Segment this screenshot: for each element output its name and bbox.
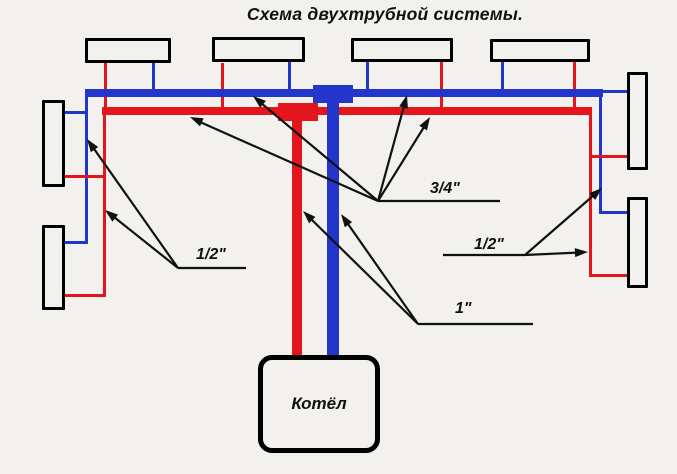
diagram-title: Схема двухтрубной системы. xyxy=(246,4,524,24)
radiator-left-2 xyxy=(42,225,65,310)
callout-right-half-inch xyxy=(443,188,602,258)
pipe-return-riser-left xyxy=(85,93,88,244)
arrow-line xyxy=(524,251,578,257)
pipe-supply-riser-right xyxy=(589,113,592,277)
pipe-size-label-left: 1/2" xyxy=(196,246,226,263)
pipe-return-boiler-riser xyxy=(327,100,339,355)
radiator-top-2 xyxy=(212,37,305,62)
boiler: Котёл xyxy=(258,355,380,453)
radiator-top-3 xyxy=(351,38,453,62)
pipe-supply-drop-rad2 xyxy=(221,63,224,108)
arrow-line xyxy=(199,120,379,203)
pipe-supply-riser-left xyxy=(103,113,106,297)
arrow-line xyxy=(377,126,425,202)
radiator-left-1 xyxy=(42,100,65,187)
pipe-supply-drop-rad1 xyxy=(104,63,107,108)
pipe-return-drop-rad4 xyxy=(501,62,504,93)
pipe-size-label-mains: 3/4" xyxy=(430,180,460,197)
arrow-head xyxy=(105,210,118,222)
pipe-size-label-risers: 1" xyxy=(455,300,472,317)
arrow-head xyxy=(419,117,430,131)
pipe-return-drop-rad2 xyxy=(288,62,291,93)
arrow-head xyxy=(303,211,316,224)
pipe-return-branch-right-rad2 xyxy=(601,211,627,214)
pipe-supply-branch-right-rad1 xyxy=(591,155,627,158)
boiler-label: Котёл xyxy=(291,394,347,413)
pipe-return-branch-right-rad1 xyxy=(601,90,627,93)
pipe-supply-branch-left-rad1 xyxy=(65,175,103,178)
pipe-supply-boiler-riser xyxy=(292,118,302,355)
radiator-right-2 xyxy=(627,197,648,288)
pipe-return-drop-rad3 xyxy=(366,62,369,93)
radiator-top-4 xyxy=(490,39,590,62)
pipe-supply-branch-left-rad2 xyxy=(65,294,106,297)
pipe-supply-drop-rad4 xyxy=(573,62,576,108)
pipe-size-label-right: 1/2" xyxy=(474,236,504,253)
pipe-supply-main xyxy=(102,107,592,115)
pipe-supply-drop-rad3 xyxy=(440,62,443,108)
return-tee-fitting xyxy=(313,85,353,103)
arrow-line xyxy=(347,223,419,325)
pipe-supply-branch-right-rad2 xyxy=(591,274,627,277)
arrow-line xyxy=(376,105,406,202)
pipe-return-branch-left-rad2 xyxy=(65,241,88,244)
arrow-head xyxy=(87,139,99,153)
pipe-return-drop-rad1 xyxy=(152,63,155,93)
arrow-head xyxy=(341,214,353,228)
radiator-top-1 xyxy=(85,38,171,63)
arrow-line xyxy=(524,194,595,256)
radiator-right-1 xyxy=(627,72,648,170)
arrow-line xyxy=(113,216,179,269)
pipe-return-riser-right xyxy=(599,95,602,214)
pipe-return-branch-left-rad1 xyxy=(65,111,87,114)
arrow-head xyxy=(190,117,204,127)
arrow-head xyxy=(574,248,588,258)
